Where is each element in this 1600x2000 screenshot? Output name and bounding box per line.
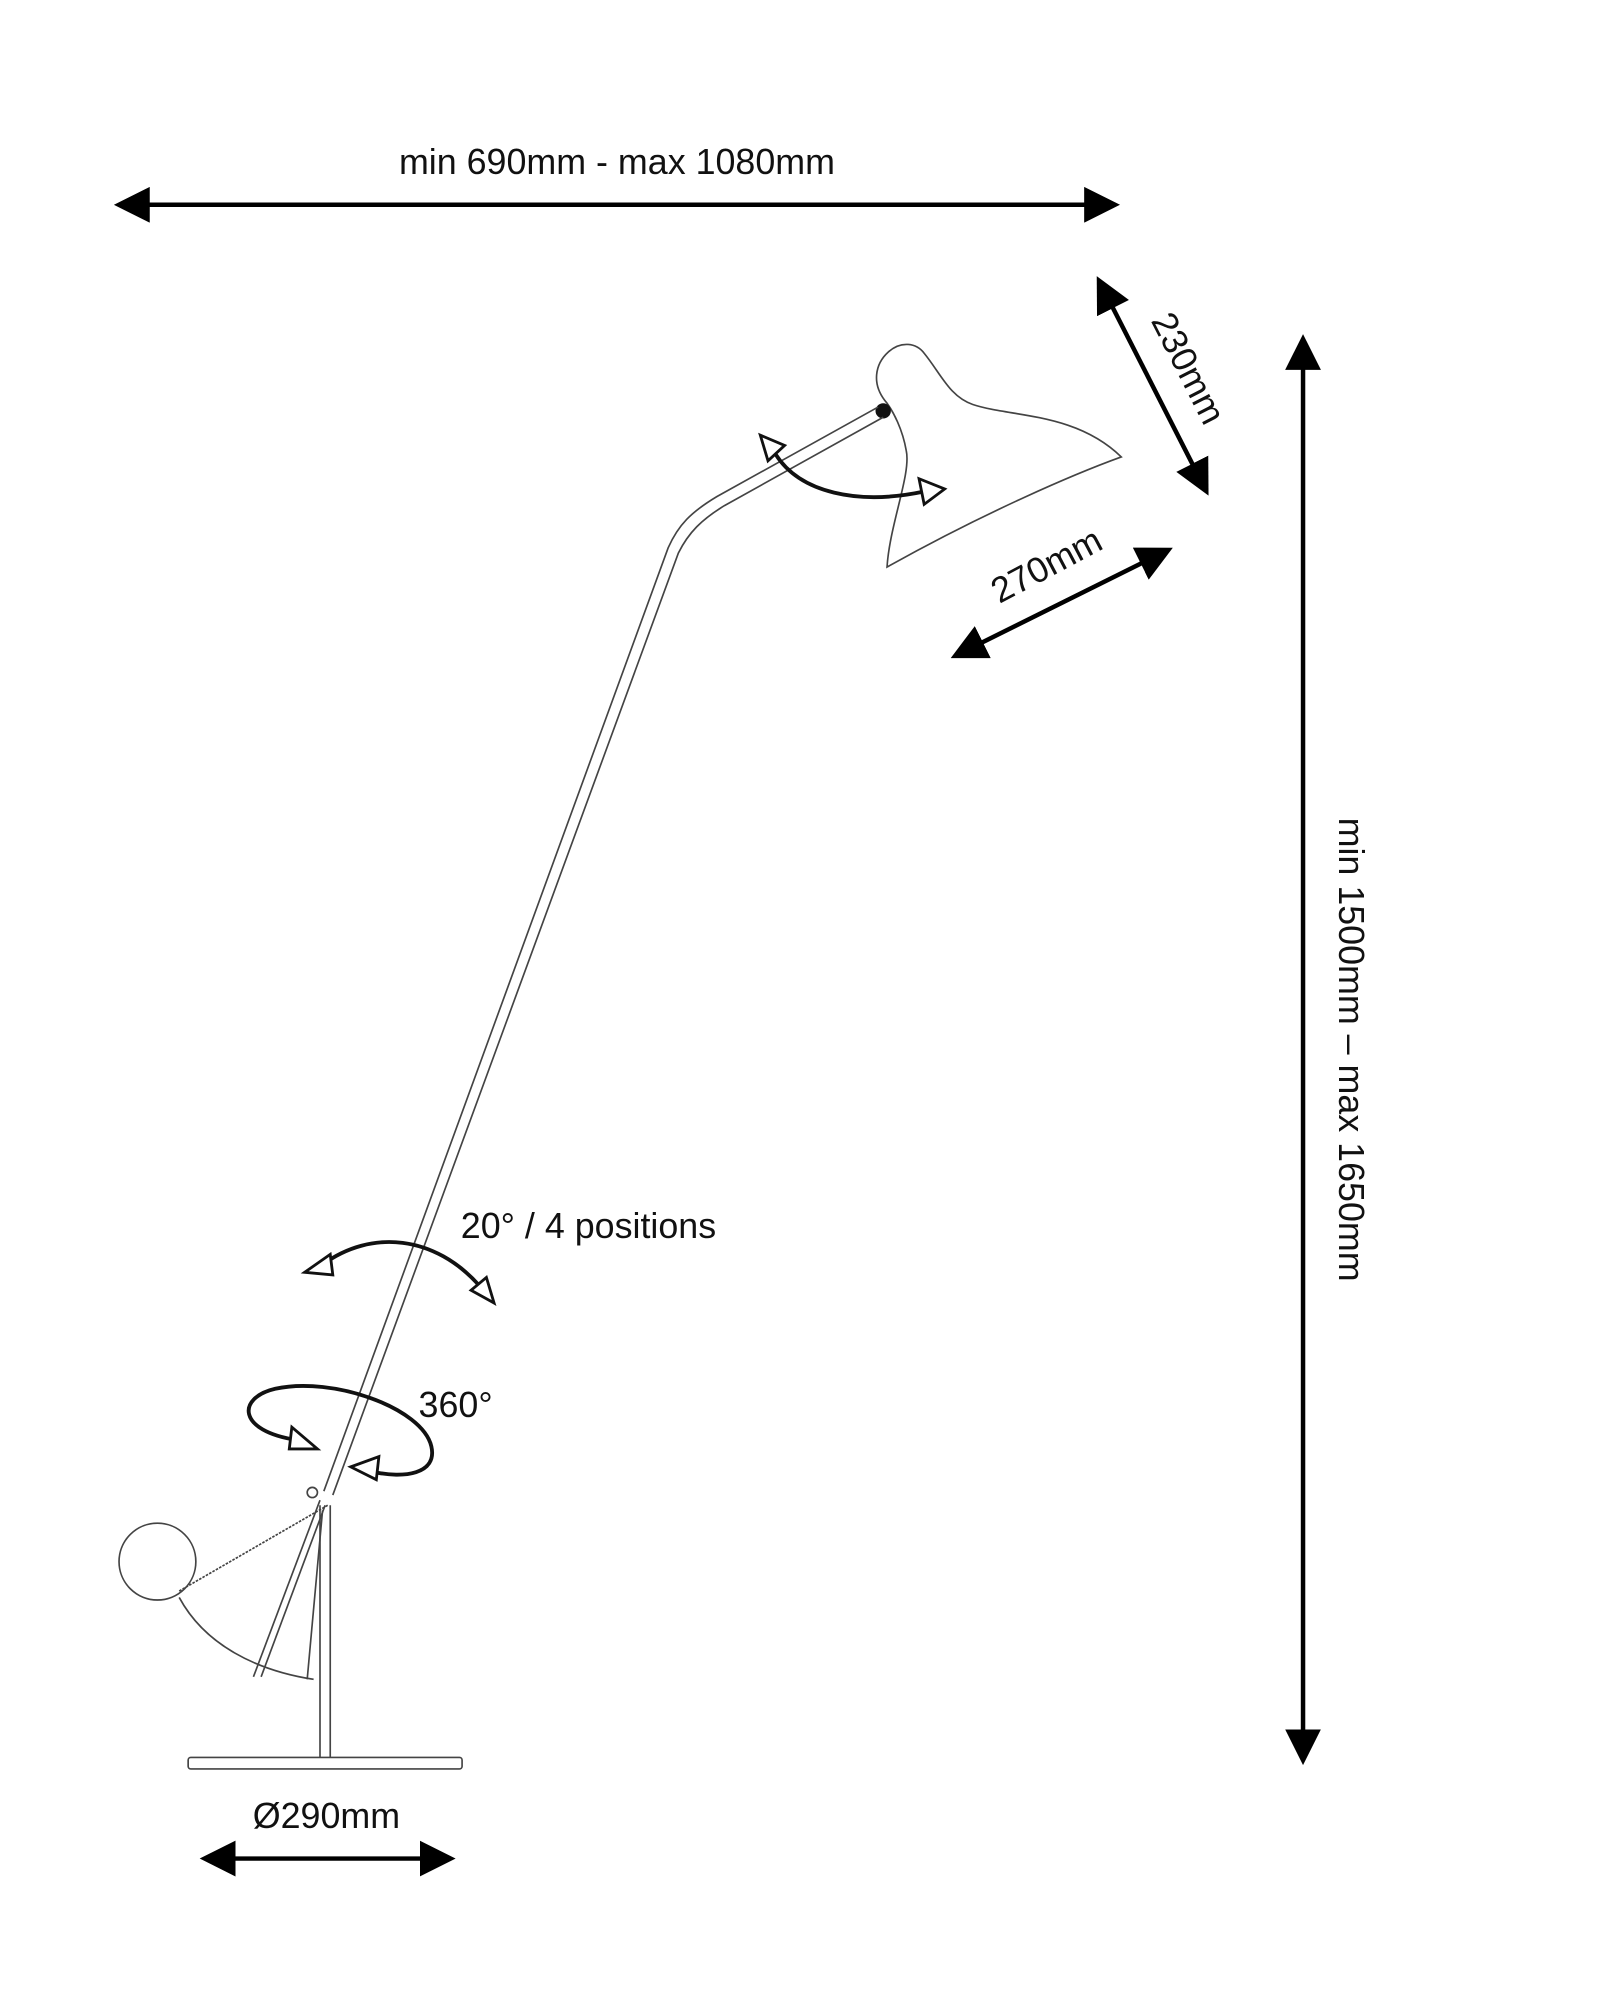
height-range-label: min 1500mm – max 1650mm <box>1331 818 1371 1282</box>
shade-socket <box>875 403 891 419</box>
shade-width-label: 270mm <box>984 520 1108 611</box>
lamp-arm <box>323 406 884 1496</box>
width-range-label: min 690mm - max 1080mm <box>399 142 835 182</box>
lamp-base <box>187 1505 463 1770</box>
rotation-arrow-icon <box>246 1384 435 1482</box>
tilt-label: 20° / 4 positions <box>461 1206 716 1246</box>
base-diameter-label: Ø290mm <box>253 1796 400 1836</box>
shade-height-label: 230mm <box>1143 306 1233 431</box>
shade-width-arrow <box>950 547 1173 659</box>
counterweight <box>118 1486 329 1681</box>
arm-tilt-arrow-icon <box>300 1240 497 1306</box>
rotation-label: 360° <box>419 1385 493 1425</box>
shade-height-arrow <box>1096 276 1209 496</box>
shade-tilt-arrow-icon <box>758 432 948 507</box>
lamp-shade <box>875 343 1123 569</box>
